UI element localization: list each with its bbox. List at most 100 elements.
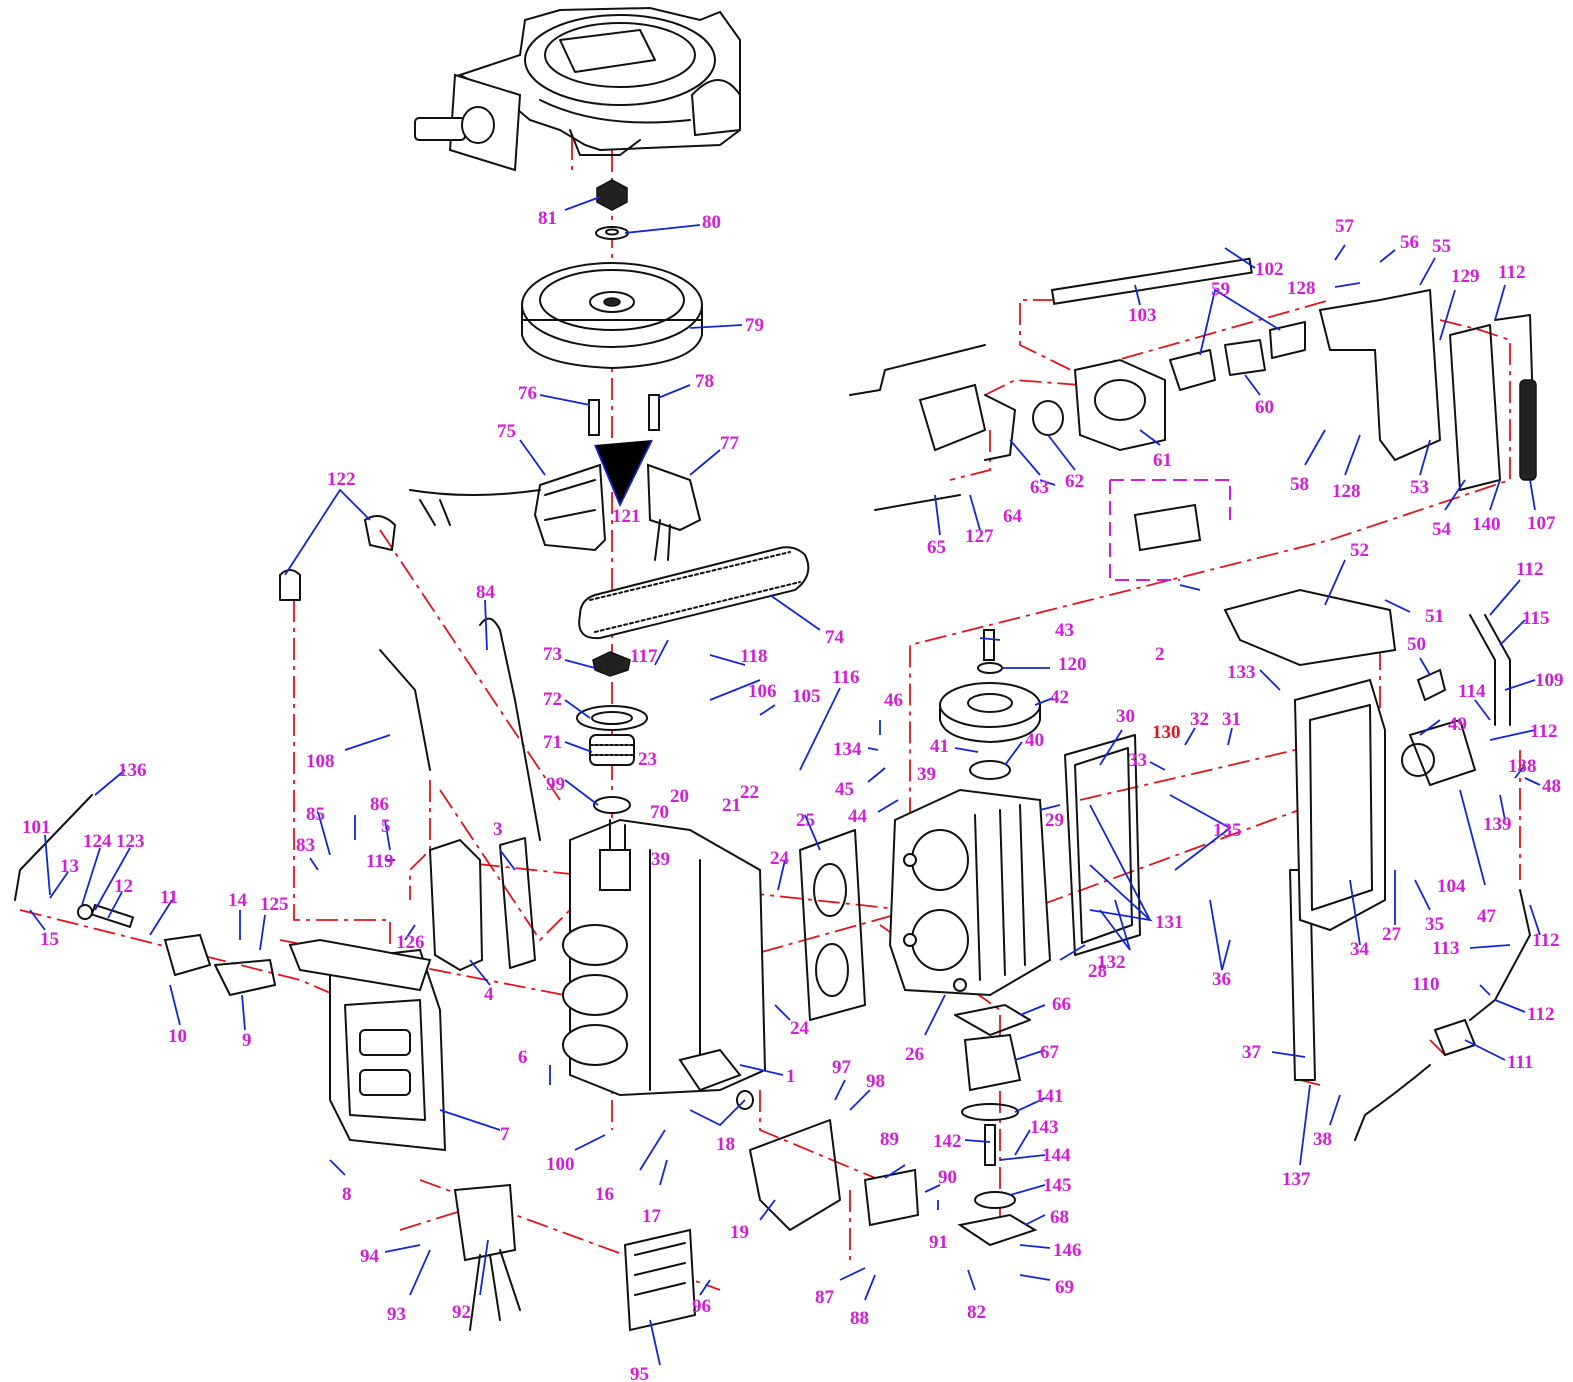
callout-126: 126 [396,932,425,953]
callout-33: 33 [1128,750,1147,771]
callout-138: 138 [1508,756,1537,777]
callout-43: 43 [1055,620,1074,641]
callout-121: 121 [612,506,641,527]
callout-144: 144 [1042,1145,1071,1166]
leader-lines [29,196,1541,1366]
callout-36: 36 [1212,969,1231,990]
callout-94: 94 [360,1246,380,1267]
callout-9: 9 [242,1030,252,1051]
callout-77: 77 [720,433,740,454]
stator-coils [409,394,702,561]
callout-132: 132 [1097,952,1126,973]
crankcase-block [562,818,767,1110]
callout-128-lower: 128 [1332,481,1361,502]
callout-41: 41 [930,736,949,757]
callout-2: 2 [1155,644,1165,665]
callout-32: 32 [1190,709,1209,730]
callout-85: 85 [306,804,325,825]
callout-112-e: 112 [1527,1004,1554,1025]
callout-16: 16 [595,1184,614,1205]
callout-5: 5 [381,816,391,837]
callout-113: 113 [1432,938,1459,959]
callout-39-crank: 39 [651,849,670,870]
callout-61: 61 [1153,450,1172,471]
callout-69: 69 [1055,1277,1074,1298]
callout-114: 114 [1458,681,1486,702]
callout-104: 104 [1437,876,1466,897]
callout-65: 65 [927,537,946,558]
callout-105: 105 [792,686,821,707]
callout-130: 130 [1152,722,1181,743]
callout-129: 129 [1451,266,1480,287]
callout-112-a: 112 [1498,262,1525,283]
callout-141: 141 [1035,1086,1064,1107]
timing-belt [578,546,810,640]
callout-54: 54 [1432,519,1452,540]
callout-71: 71 [543,732,562,753]
callout-124: 124 [83,831,112,852]
head-gasket [799,829,866,1021]
callout-73: 73 [543,644,562,665]
callout-92: 92 [452,1302,471,1323]
callout-25: 25 [796,810,815,831]
callout-18: 18 [716,1134,735,1155]
callout-62: 62 [1065,471,1084,492]
callout-15: 15 [40,929,59,950]
pump-group [954,1004,1038,1247]
callout-30: 30 [1116,706,1135,727]
callout-10: 10 [168,1026,187,1047]
callout-29: 29 [1045,810,1064,831]
callout-109: 109 [1535,670,1564,691]
callout-119: 119 [366,851,393,872]
callout-143: 143 [1030,1117,1059,1138]
callout-86: 86 [370,794,389,815]
callout-72: 72 [543,689,562,710]
callout-117: 117 [630,646,658,667]
head-cover-gasket [1064,734,1141,956]
callout-59: 59 [1211,279,1230,300]
callout-21: 21 [722,795,741,816]
callout-70: 70 [650,802,669,823]
left-linkage [14,515,541,996]
callout-38: 38 [1313,1129,1332,1150]
callout-140: 140 [1472,514,1501,535]
callout-19: 19 [730,1222,749,1243]
callout-44: 44 [848,806,868,827]
callout-82: 82 [967,1302,986,1323]
callout-128-upper: 128 [1287,278,1316,299]
callout-11: 11 [160,887,178,908]
callout-136: 136 [118,760,147,781]
callout-37: 37 [1242,1042,1262,1063]
callout-57: 57 [1335,216,1355,237]
callout-34: 34 [1350,939,1370,960]
callout-135: 135 [1213,820,1242,841]
callout-107: 107 [1527,513,1556,534]
callout-47: 47 [1477,906,1497,927]
callout-91: 91 [929,1232,948,1253]
callout-98: 98 [866,1071,885,1092]
callout-115: 115 [1522,608,1549,629]
callout-79: 79 [745,315,764,336]
callout-84: 84 [476,582,496,603]
callout-46: 46 [884,690,903,711]
callout-20: 20 [670,786,689,807]
callout-31: 31 [1222,709,1241,730]
reed-valve-kit-box [1109,479,1231,581]
callout-6: 6 [518,1047,528,1068]
callout-116: 116 [832,667,859,688]
callout-133: 133 [1227,662,1256,683]
callout-66: 66 [1052,994,1071,1015]
callout-7: 7 [500,1124,510,1145]
callout-131: 131 [1155,912,1184,933]
exhaust-cover [288,938,447,1152]
callout-3: 3 [493,819,503,840]
callout-101: 101 [22,817,51,838]
callout-8: 8 [342,1184,352,1205]
callout-80: 80 [702,212,721,233]
callout-134: 134 [833,739,862,760]
callout-24-upper: 24 [770,848,790,869]
callout-118: 118 [740,646,767,667]
callout-111: 111 [1507,1052,1533,1073]
callout-14: 14 [228,890,248,911]
electrical-modules [453,869,1316,1332]
